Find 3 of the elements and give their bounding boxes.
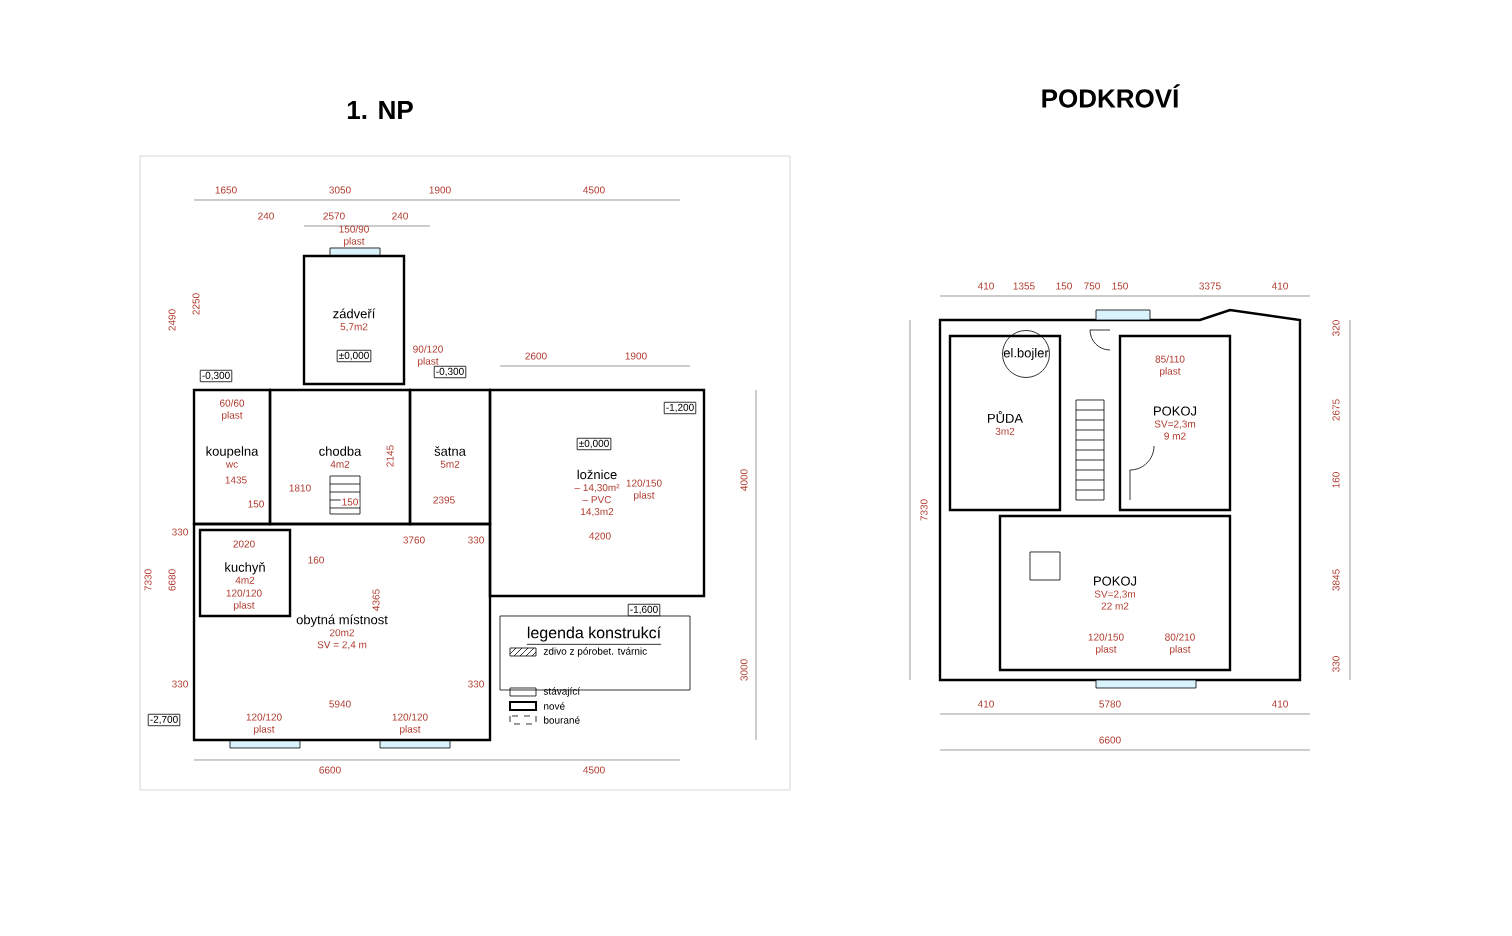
plan-title: 1. NP xyxy=(347,101,413,119)
plan-title: PODKROVÍ xyxy=(1042,84,1180,108)
legend-title: legenda konstrukcí xyxy=(526,626,662,645)
